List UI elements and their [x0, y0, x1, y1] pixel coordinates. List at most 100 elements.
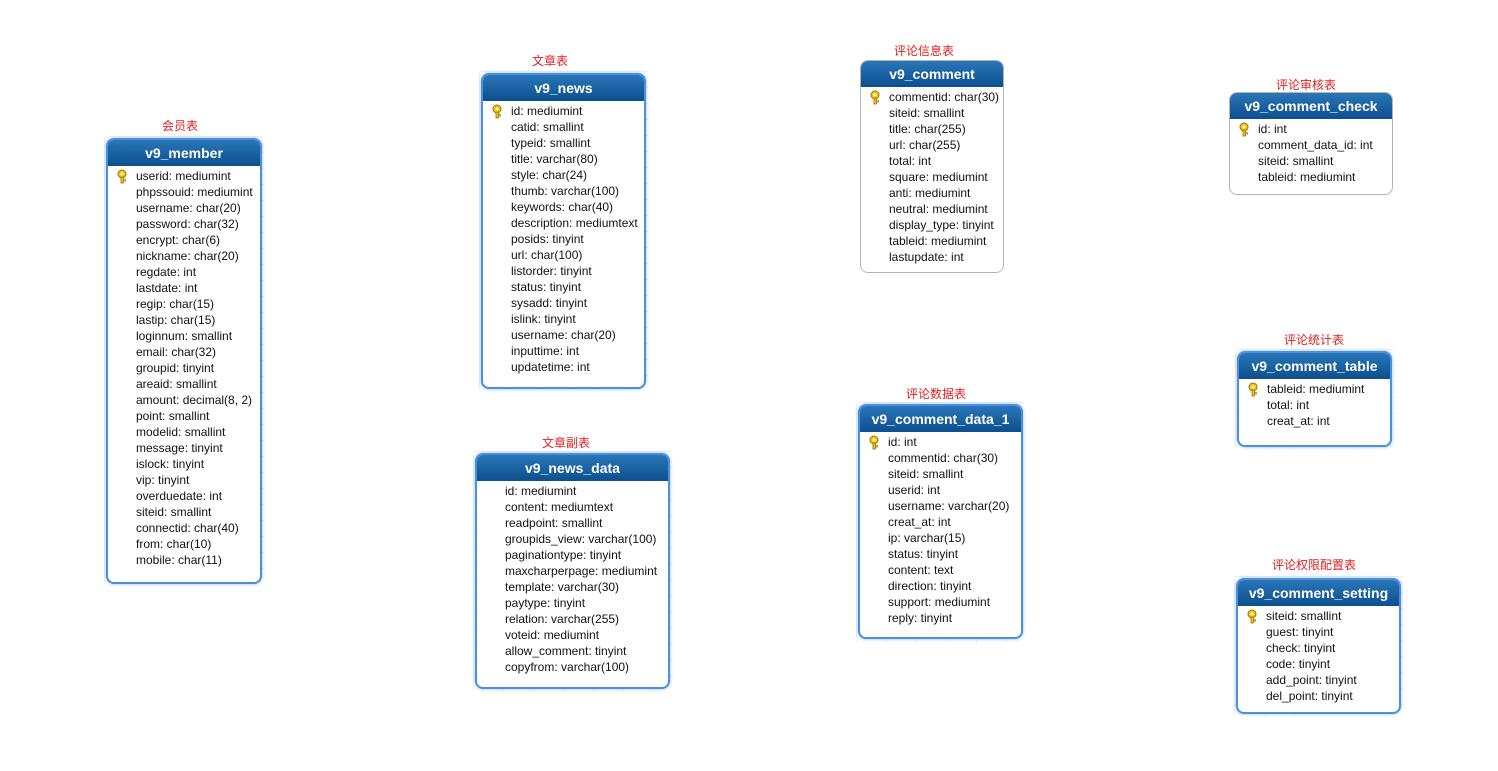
table-field-row[interactable]: description: mediumtext [483, 215, 644, 231]
table-field-row[interactable]: check: tinyint [1238, 640, 1399, 656]
table-field-row[interactable]: listorder: tinyint [483, 263, 644, 279]
field-label: voteid: mediumint [505, 628, 600, 642]
table-field-row[interactable]: siteid: smallint [860, 466, 1021, 482]
table-field-row[interactable]: sysadd: tinyint [483, 295, 644, 311]
table-field-row[interactable]: islink: tinyint [483, 311, 644, 327]
table-field-row[interactable]: overduedate: int [108, 488, 260, 504]
table-field-row[interactable]: vip: tinyint [108, 472, 260, 488]
table-field-row[interactable]: title: varchar(80) [483, 151, 644, 167]
table-field-row[interactable]: siteid: smallint [108, 504, 260, 520]
table-field-row[interactable]: add_point: tinyint [1238, 672, 1399, 688]
table-field-row[interactable]: total: int [861, 153, 1003, 169]
table-field-row[interactable]: connectid: char(40) [108, 520, 260, 536]
table-field-row[interactable]: relation: varchar(255) [477, 611, 668, 627]
table-field-row[interactable]: comment_data_id: int [1230, 137, 1392, 153]
field-label: lastdate: int [136, 281, 198, 295]
table-field-row[interactable]: del_point: tinyint [1238, 688, 1399, 704]
table-field-row[interactable]: template: varchar(30) [477, 579, 668, 595]
table-field-row[interactable]: siteid: smallint [1230, 153, 1392, 169]
table-field-row[interactable]: id: int [860, 434, 1021, 450]
table-field-row[interactable]: modelid: smallint [108, 424, 260, 440]
table-field-row[interactable]: typeid: smallint [483, 135, 644, 151]
table-field-row[interactable]: encrypt: char(6) [108, 232, 260, 248]
table-field-row[interactable]: guest: tinyint [1238, 624, 1399, 640]
table-field-row[interactable]: reply: tinyint [860, 610, 1021, 626]
table-field-row[interactable]: message: tinyint [108, 440, 260, 456]
table-field-row[interactable]: paytype: tinyint [477, 595, 668, 611]
table-field-row[interactable]: from: char(10) [108, 536, 260, 552]
table-field-row[interactable]: tableid: mediumint [861, 233, 1003, 249]
table-field-row[interactable]: paginationtype: tinyint [477, 547, 668, 563]
table-field-row[interactable]: url: char(100) [483, 247, 644, 263]
table-field-row[interactable]: siteid: smallint [1238, 608, 1399, 624]
table-field-row[interactable]: nickname: char(20) [108, 248, 260, 264]
table-field-row[interactable]: neutral: mediumint [861, 201, 1003, 217]
table-field-row[interactable]: point: smallint [108, 408, 260, 424]
table-field-row[interactable]: display_type: tinyint [861, 217, 1003, 233]
table-field-row[interactable]: title: char(255) [861, 121, 1003, 137]
table-field-row[interactable]: commentid: char(30) [861, 89, 1003, 105]
table-field-row[interactable]: anti: mediumint [861, 185, 1003, 201]
table-field-row[interactable]: username: char(20) [483, 327, 644, 343]
table-field-row[interactable]: username: char(20) [108, 200, 260, 216]
table-field-row[interactable]: password: char(32) [108, 216, 260, 232]
table-field-row[interactable]: copyfrom: varchar(100) [477, 659, 668, 675]
table-field-row[interactable]: siteid: smallint [861, 105, 1003, 121]
table-field-row[interactable]: id: mediumint [483, 103, 644, 119]
table-field-row[interactable]: loginnum: smallint [108, 328, 260, 344]
table-field-row[interactable]: catid: smallint [483, 119, 644, 135]
table-field-row[interactable]: voteid: mediumint [477, 627, 668, 643]
table-field-row[interactable]: lastip: char(15) [108, 312, 260, 328]
table-field-row[interactable]: support: mediumint [860, 594, 1021, 610]
table-field-row[interactable]: userid: mediumint [108, 168, 260, 184]
table-field-row[interactable]: regip: char(15) [108, 296, 260, 312]
table-field-row[interactable]: commentid: char(30) [860, 450, 1021, 466]
table-field-row[interactable]: total: int [1239, 397, 1390, 413]
table-field-row[interactable]: code: tinyint [1238, 656, 1399, 672]
table-field-row[interactable]: content: text [860, 562, 1021, 578]
table-field-row[interactable]: phpssouid: mediumint [108, 184, 260, 200]
table-field-row[interactable]: userid: int [860, 482, 1021, 498]
table-field-row[interactable]: direction: tinyint [860, 578, 1021, 594]
table-field-row[interactable]: islock: tinyint [108, 456, 260, 472]
table-field-row[interactable]: tableid: mediumint [1230, 169, 1392, 185]
table-field-row[interactable]: readpoint: smallint [477, 515, 668, 531]
table-field-row[interactable]: maxcharperpage: mediumint [477, 563, 668, 579]
table-field-row[interactable]: lastupdate: int [861, 249, 1003, 265]
table-field-row[interactable]: lastdate: int [108, 280, 260, 296]
table-field-row[interactable]: amount: decimal(8, 2) [108, 392, 260, 408]
table-field-row[interactable]: creat_at: int [1239, 413, 1390, 429]
table-field-row[interactable]: username: varchar(20) [860, 498, 1021, 514]
table-field-row[interactable]: allow_comment: tinyint [477, 643, 668, 659]
table-field-row[interactable]: content: mediumtext [477, 499, 668, 515]
table-field-row[interactable]: ip: varchar(15) [860, 530, 1021, 546]
table-field-row[interactable]: status: tinyint [483, 279, 644, 295]
table-field-row[interactable]: areaid: smallint [108, 376, 260, 392]
table-field-row[interactable]: keywords: char(40) [483, 199, 644, 215]
table-field-row[interactable]: square: mediumint [861, 169, 1003, 185]
table-field-row[interactable]: tableid: mediumint [1239, 381, 1390, 397]
table-field-row[interactable]: mobile: char(11) [108, 552, 260, 568]
table-field-row[interactable]: updatetime: int [483, 359, 644, 375]
table-field-row[interactable]: status: tinyint [860, 546, 1021, 562]
table-field-row[interactable]: groupids_view: varchar(100) [477, 531, 668, 547]
table-field-row[interactable]: id: mediumint [477, 483, 668, 499]
table-field-row[interactable]: email: char(32) [108, 344, 260, 360]
table-field-row[interactable]: posids: tinyint [483, 231, 644, 247]
table-field-row[interactable]: groupid: tinyint [108, 360, 260, 376]
table-field-row[interactable]: regdate: int [108, 264, 260, 280]
table-field-row[interactable]: style: char(24) [483, 167, 644, 183]
table-field-row[interactable]: inputtime: int [483, 343, 644, 359]
table-field-row[interactable]: url: char(255) [861, 137, 1003, 153]
table-field-row[interactable]: thumb: varchar(100) [483, 183, 644, 199]
table-field-row[interactable]: id: int [1230, 121, 1392, 137]
table-field-row[interactable]: creat_at: int [860, 514, 1021, 530]
